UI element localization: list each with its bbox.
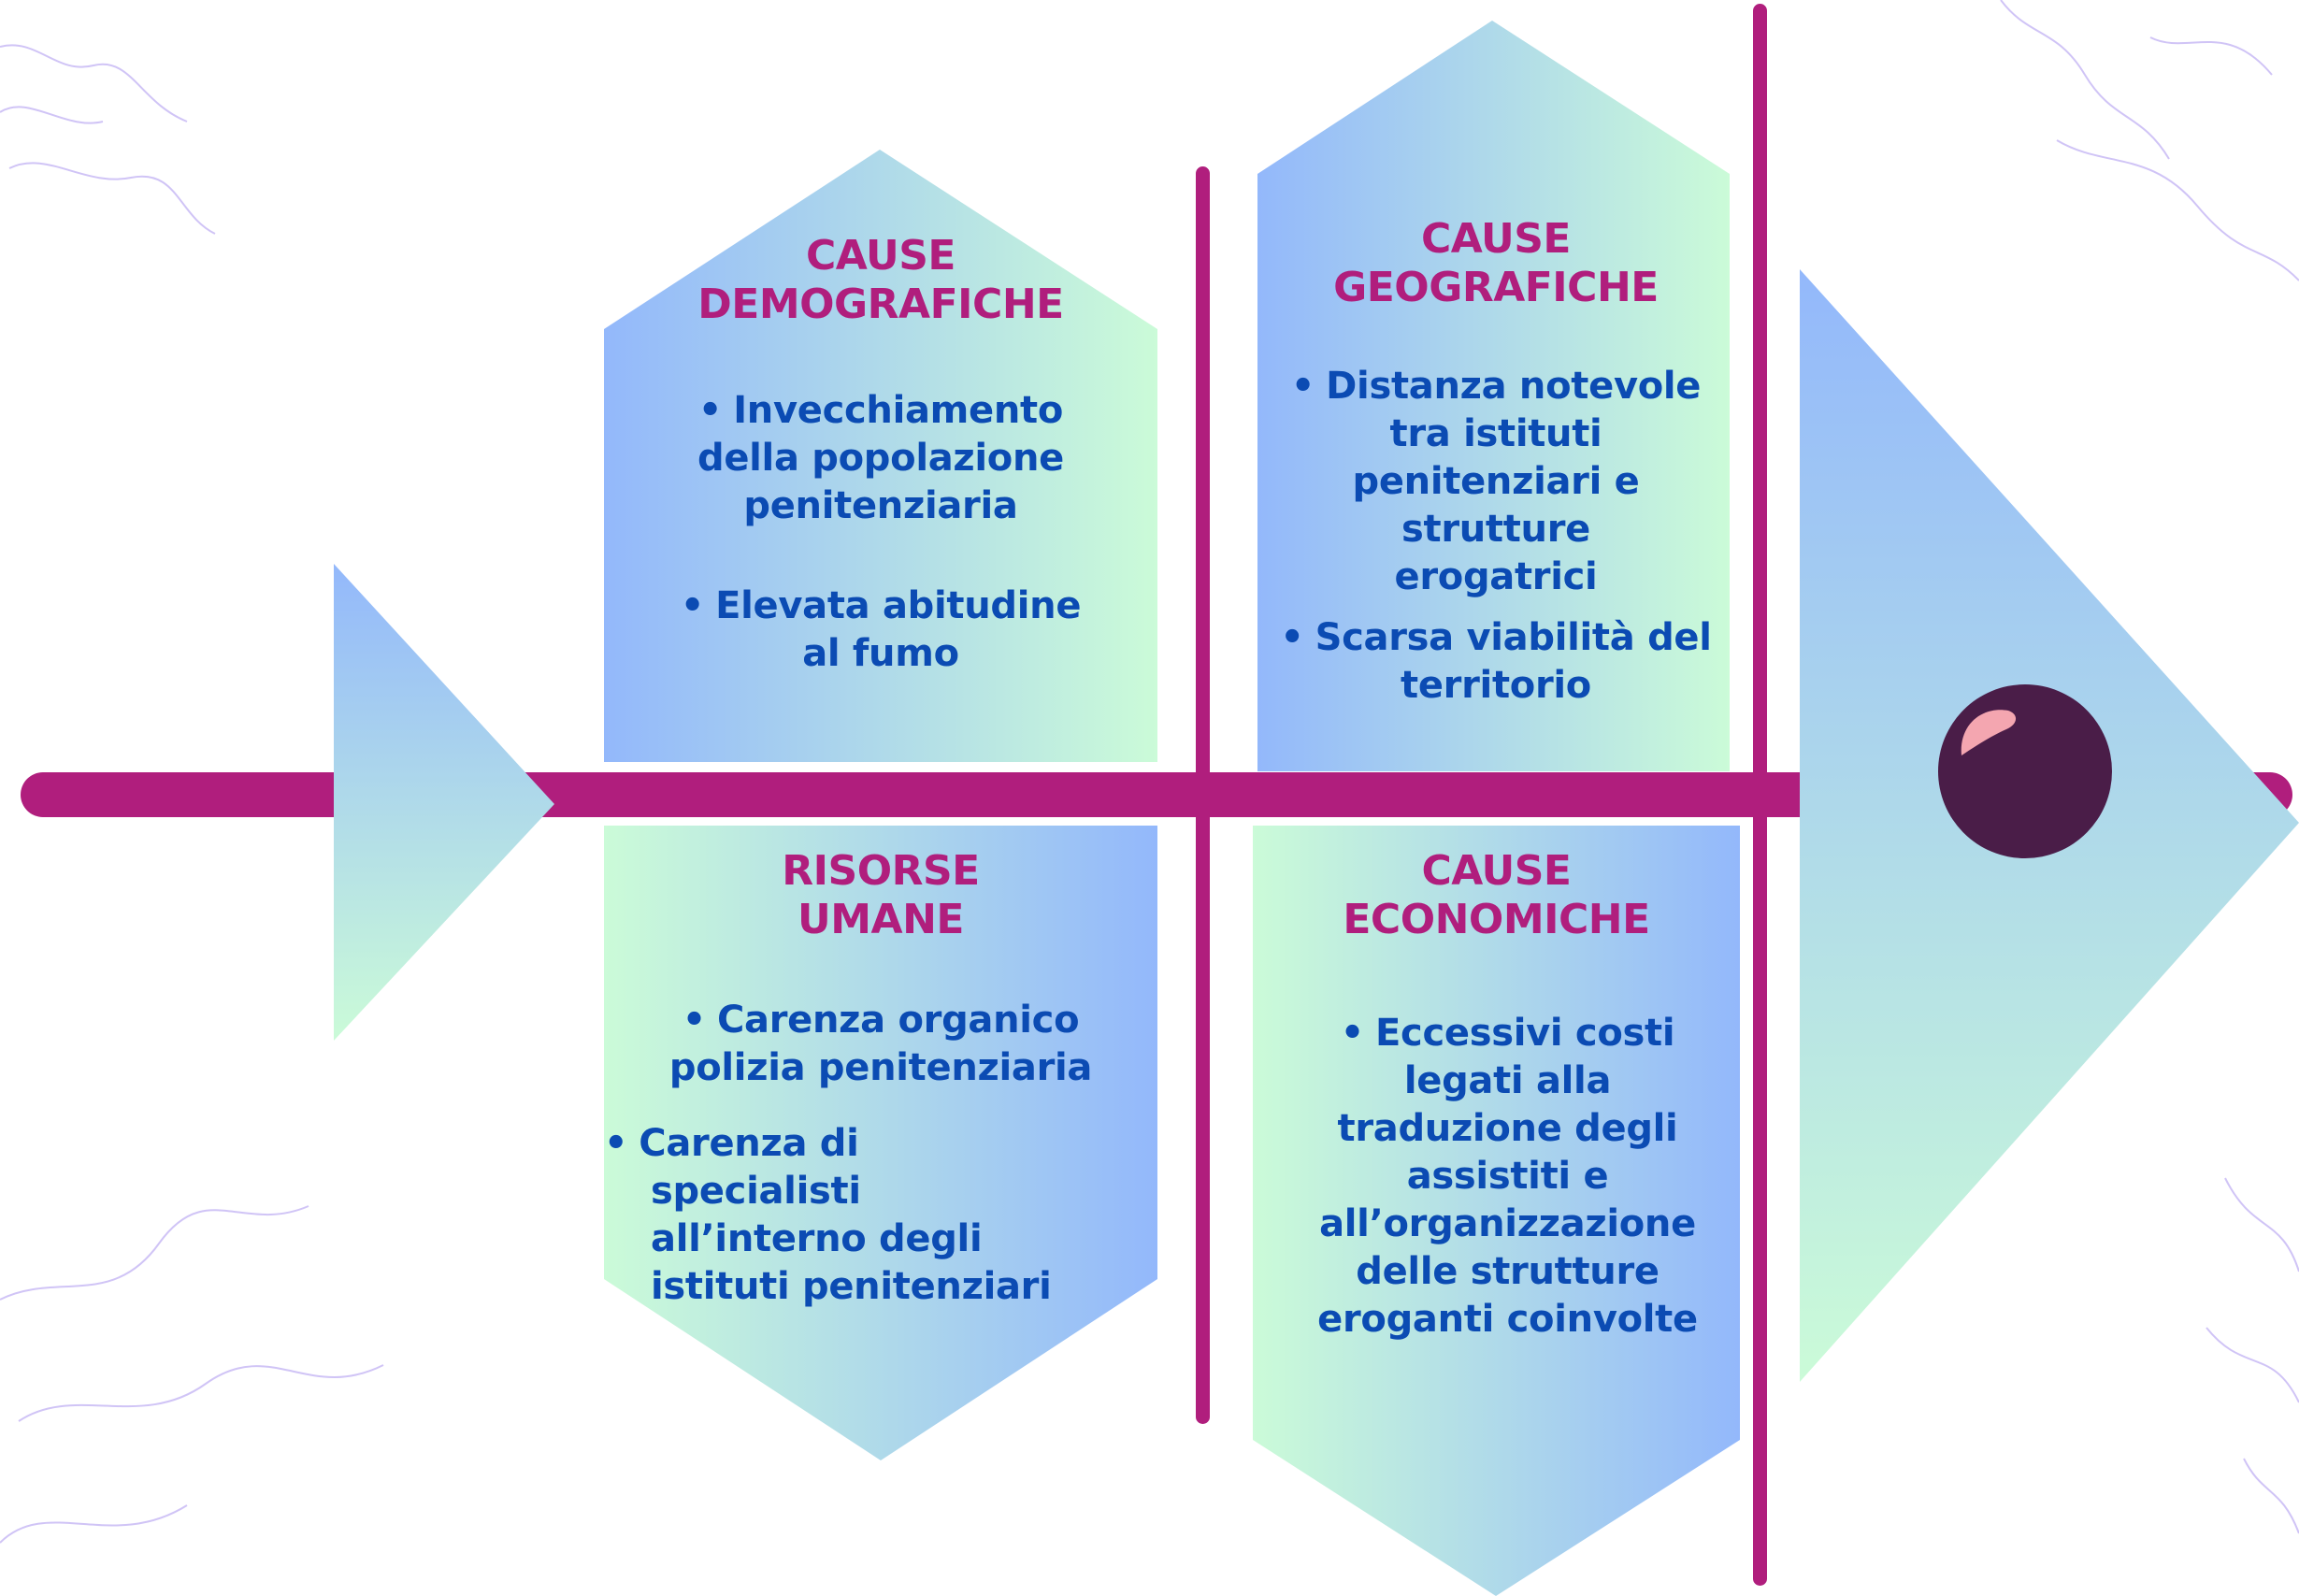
panel-shape-economiche [1253, 826, 1740, 1596]
cause-item: •Elevata abitudine al fumo [680, 584, 1082, 675]
fish-eye-highlight [1961, 710, 2017, 755]
fishbone-spine [21, 772, 2292, 817]
cause-list: •Invecchiamento della popolazione penite… [604, 387, 1157, 678]
cause-list: •Eccessivi costi legati alla traduzione … [1253, 1010, 1740, 1344]
cause-list: •Distanza notevole tra istituti penitenz… [1253, 363, 1739, 710]
decorative-sketch [0, 0, 2299, 1544]
cause-list: •Carenza organico polizia penitenziaria … [604, 997, 1157, 1311]
cause-item: •Carenza organico polizia penitenziaria [668, 999, 1093, 1089]
cause-item: •Distanza notevole tra istituti penitenz… [1290, 365, 1702, 598]
category-panel-demografiche: CAUSE DEMOGRAFICHE •Invecchiamento della… [604, 232, 1157, 678]
fish-eye [1938, 684, 2112, 858]
category-panel-economiche: CAUSE ECONOMICHE •Eccessivi costi legati… [1253, 847, 1740, 1344]
panel-shape-demografiche [604, 150, 1157, 762]
panel-shape-risorse [604, 826, 1157, 1460]
cause-item: •Invecchiamento della popolazione penite… [697, 389, 1064, 527]
category-title: CAUSE DEMOGRAFICHE [697, 232, 1064, 328]
category-title: CAUSE ECONOMICHE [1343, 847, 1650, 943]
cause-item: •Scarsa viabilità del territorio [1280, 616, 1712, 707]
category-title: RISORSE UMANE [782, 847, 980, 943]
category-panel-risorse-umane: RISORSE UMANE •Carenza organico polizia … [604, 847, 1157, 1311]
cause-item: •Carenza di specialisti all’interno degl… [604, 1122, 1052, 1308]
cause-item: •Eccessivi costi legati alla traduzione … [1317, 1012, 1698, 1341]
fish-tail [334, 564, 554, 1041]
category-title: CAUSE GEOGRAFICHE [1333, 215, 1659, 311]
category-panel-geografiche: CAUSE GEOGRAFICHE •Distanza notevole tra… [1253, 215, 1739, 710]
panel-shape-geografiche [1257, 21, 1730, 771]
